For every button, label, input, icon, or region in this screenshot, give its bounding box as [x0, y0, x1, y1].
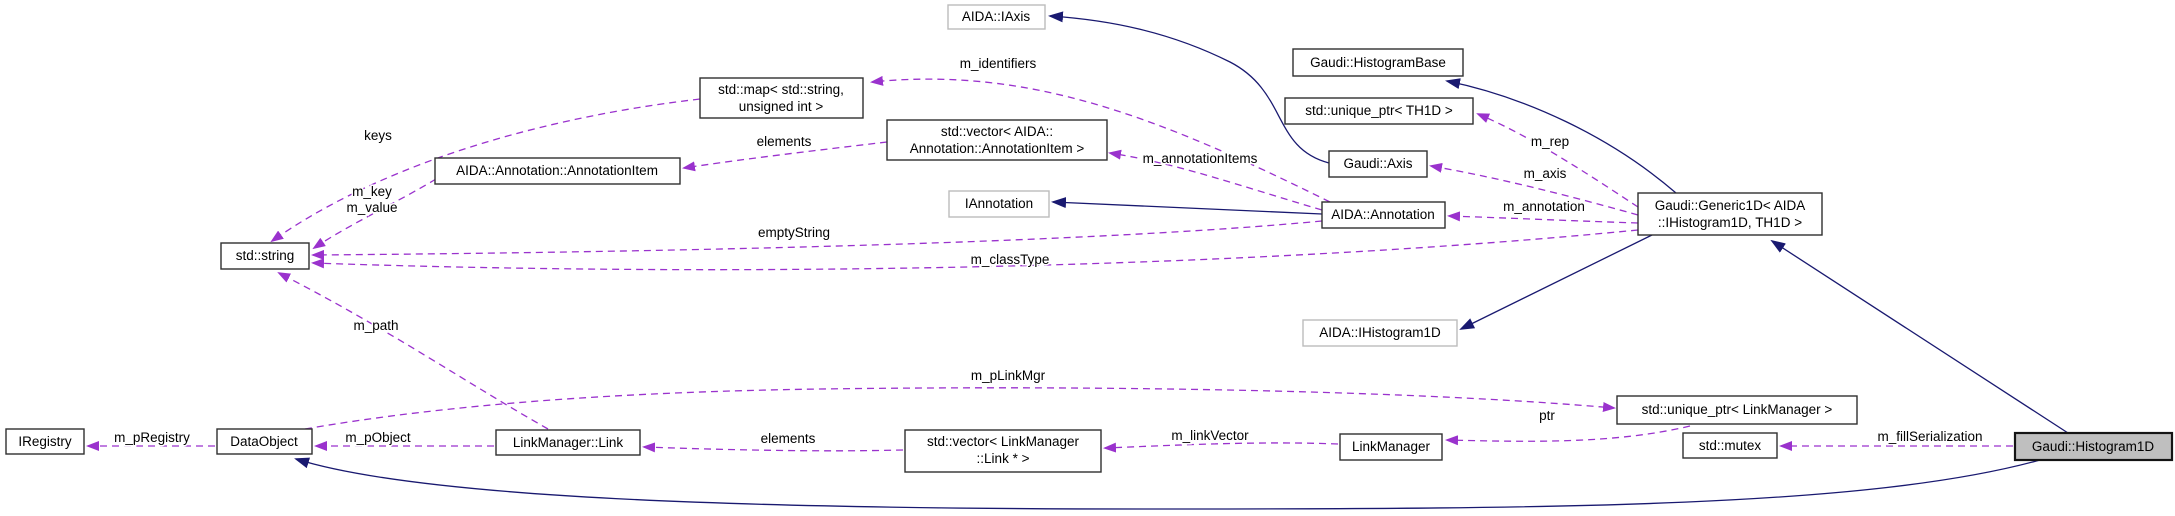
node-std-vector-annotationitem[interactable]: std::vector< AIDA:: Annotation::Annotati… [886, 119, 1108, 161]
svg-text:m_rep: m_rep [1531, 134, 1569, 149]
node-std-mutex[interactable]: std::mutex [1682, 432, 1778, 459]
node-linkmanager[interactable]: LinkManager [1339, 433, 1443, 461]
svg-text:m_axis: m_axis [1524, 166, 1567, 181]
svg-text:std::map< std::string,: std::map< std::string, [718, 82, 844, 97]
svg-text:ptr: ptr [1539, 408, 1555, 423]
edge-m-linkvector: m_linkVector [1103, 427, 1339, 453]
node-std-vector-link[interactable]: std::vector< LinkManager ::Link * > [904, 429, 1102, 473]
svg-text:elements: elements [761, 431, 816, 446]
edge-inherit-generic1d-to-aida-ihistogram1d [1459, 234, 1653, 330]
node-aida-ihistogram1d: AIDA::IHistogram1D [1302, 319, 1458, 347]
svg-text:IRegistry: IRegistry [18, 434, 72, 449]
svg-text:m_pLinkMgr: m_pLinkMgr [971, 368, 1046, 383]
edge-m-path: m_path [277, 272, 549, 430]
edge-ptr: ptr [1445, 407, 1691, 446]
edge-inherit-histogram1d-to-generic1d [1770, 239, 2069, 434]
svg-text:elements: elements [757, 134, 812, 149]
node-gaudi-histogrambase[interactable]: Gaudi::HistogramBase [1292, 48, 1464, 77]
edge-elements-links: elements [642, 430, 904, 453]
svg-text:Gaudi::HistogramBase: Gaudi::HistogramBase [1310, 55, 1446, 70]
node-std-unique-ptr-linkmanager[interactable]: std::unique_ptr< LinkManager > [1616, 395, 1858, 425]
edge-m-identifiers: m_identifiers [870, 55, 1331, 203]
edge-m-annotation: m_annotation [1447, 198, 1639, 224]
svg-text:m_path: m_path [353, 318, 398, 333]
edge-keys: keys [270, 98, 701, 243]
edge-m-fillserialization: m_fillSerialization [1779, 428, 2013, 451]
svg-text:emptyString: emptyString [758, 225, 830, 240]
svg-text:std::string: std::string [236, 248, 295, 263]
svg-text:std::unique_ptr< TH1D >: std::unique_ptr< TH1D > [1305, 103, 1453, 118]
svg-text:std::vector< LinkManager: std::vector< LinkManager [927, 434, 1079, 449]
edge-emptystring: emptyString [311, 220, 1323, 260]
svg-text:m_value: m_value [346, 200, 397, 215]
svg-text:AIDA::IHistogram1D: AIDA::IHistogram1D [1319, 325, 1441, 340]
node-iregistry[interactable]: IRegistry [5, 428, 85, 455]
svg-text:AIDA::IAxis: AIDA::IAxis [962, 9, 1031, 24]
edge-elements-annotationitems: elements [682, 133, 888, 172]
edge-m-plinkmgr: m_pLinkMgr [304, 367, 1616, 430]
edge-inherit-histogram1d-to-dataobject [294, 457, 2041, 510]
svg-text:m_pRegistry: m_pRegistry [114, 430, 190, 445]
svg-text:Gaudi::Histogram1D: Gaudi::Histogram1D [2032, 439, 2155, 454]
svg-text:std::vector< AIDA::: std::vector< AIDA:: [941, 124, 1053, 139]
node-gaudi-histogram1d: Gaudi::Histogram1D [2013, 431, 2174, 462]
node-gaudi-axis[interactable]: Gaudi::Axis [1328, 150, 1428, 178]
svg-text:unsigned int >: unsigned int > [739, 99, 824, 114]
svg-text:m_annotation: m_annotation [1503, 199, 1585, 214]
svg-text:m_annotationItems: m_annotationItems [1143, 151, 1258, 166]
svg-text:std::mutex: std::mutex [1699, 438, 1762, 453]
svg-text:::Link * >: ::Link * > [977, 451, 1030, 466]
edge-m-rep: m_rep [1476, 113, 1639, 208]
edge-m-pregistry: m_pRegistry [86, 429, 215, 451]
svg-text:m_classType: m_classType [971, 252, 1050, 267]
svg-text:LinkManager: LinkManager [1352, 439, 1431, 454]
node-iannotation: IAnnotation [948, 190, 1050, 218]
svg-text:m_identifiers: m_identifiers [960, 56, 1037, 71]
svg-text:m_linkVector: m_linkVector [1171, 428, 1249, 443]
edge-m-annotationitems: m_annotationItems [1108, 150, 1323, 211]
node-aida-annotation-annotationitem[interactable]: AIDA::Annotation::AnnotationItem [434, 157, 681, 185]
svg-text:Gaudi::Generic1D< AIDA: Gaudi::Generic1D< AIDA [1655, 198, 1805, 213]
node-std-string[interactable]: std::string [220, 242, 310, 270]
node-std-map[interactable]: std::map< std::string, unsigned int > [699, 77, 864, 119]
edge-inherit-aida-annotation-to-iannotation [1051, 197, 1323, 215]
svg-text:IAnnotation: IAnnotation [965, 196, 1033, 211]
node-aida-iaxis: AIDA::IAxis [947, 4, 1046, 30]
edge-m-classtype: m_classType [311, 229, 1639, 271]
svg-text:Gaudi::Axis: Gaudi::Axis [1343, 156, 1412, 171]
node-std-unique-ptr-th1d[interactable]: std::unique_ptr< TH1D > [1284, 97, 1474, 125]
node-aida-annotation[interactable]: AIDA::Annotation [1321, 201, 1446, 229]
svg-text:m_fillSerialization: m_fillSerialization [1877, 429, 1982, 444]
edge-m-pobject: m_pObject [314, 429, 494, 451]
svg-text:AIDA::Annotation::AnnotationIt: AIDA::Annotation::AnnotationItem [456, 163, 658, 178]
svg-text:std::unique_ptr< LinkManager >: std::unique_ptr< LinkManager > [1642, 402, 1833, 417]
svg-text:AIDA::Annotation: AIDA::Annotation [1331, 207, 1435, 222]
svg-text:LinkManager::Link: LinkManager::Link [513, 435, 624, 450]
node-dataobject[interactable]: DataObject [216, 428, 313, 455]
svg-text:m_key: m_key [352, 184, 392, 199]
svg-text:Annotation::AnnotationItem >: Annotation::AnnotationItem > [910, 141, 1085, 156]
svg-text:DataObject: DataObject [230, 434, 298, 449]
edge-m-key-m-value: m_key m_value [312, 178, 437, 250]
edge-inherit-generic1d-to-histogrambase [1445, 78, 1677, 194]
svg-text:m_pObject: m_pObject [345, 430, 411, 445]
node-gaudi-generic1d[interactable]: Gaudi::Generic1D< AIDA ::IHistogram1D, T… [1637, 192, 1823, 236]
edge-inherit-gaudi-axis-to-aida-iaxis [1048, 11, 1330, 164]
svg-text:::IHistogram1D, TH1D >: ::IHistogram1D, TH1D > [1658, 215, 1802, 230]
edge-m-axis: m_axis [1429, 162, 1639, 216]
node-linkmanager-link[interactable]: LinkManager::Link [495, 429, 641, 456]
svg-text:keys: keys [364, 128, 392, 143]
